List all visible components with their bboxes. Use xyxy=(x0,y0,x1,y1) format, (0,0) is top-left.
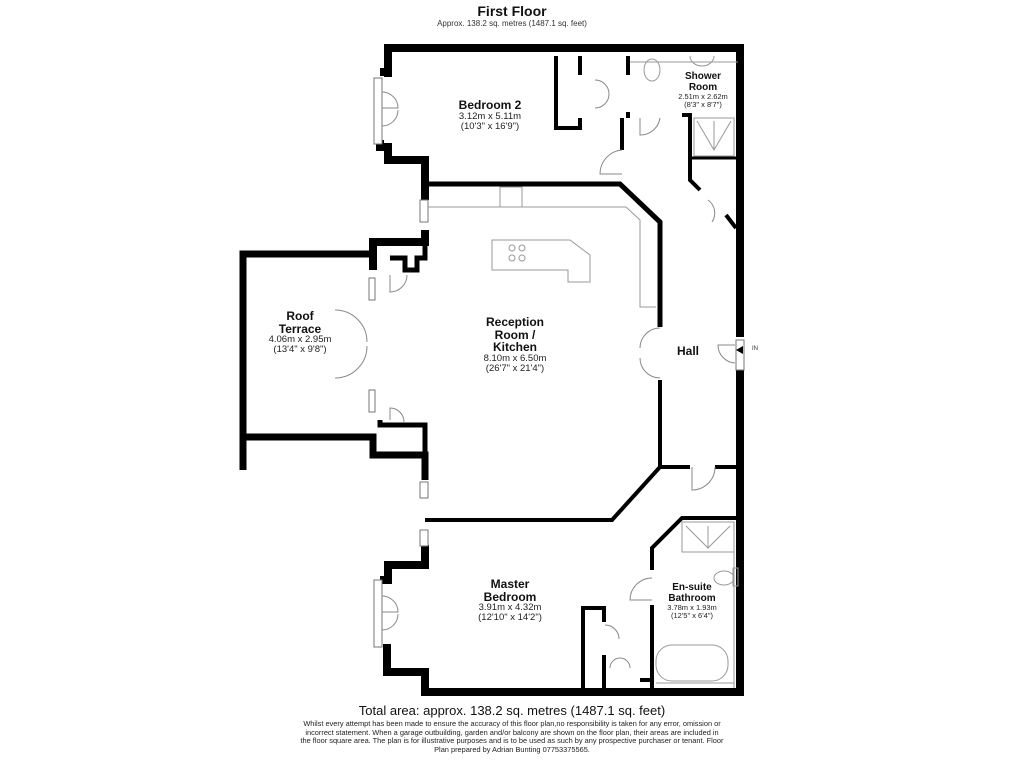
room-roof-terrace: Roof Terrace 4.06m x 2.95m (13'4" x 9'8"… xyxy=(245,310,355,355)
room-metric: 4.06m x 2.95m xyxy=(268,334,332,346)
room-name-line1: Master xyxy=(490,577,530,591)
room-metric: 3.78m x 1.93m xyxy=(667,603,717,612)
room-metric: 2.51m x 2.62m xyxy=(678,92,728,101)
room-imperial: (12'5" x 6'4") xyxy=(671,610,713,620)
room-master-bedroom: Master Bedroom 3.91m x 4.32m (12'10" x 1… xyxy=(450,578,570,623)
bathroom-fixtures xyxy=(630,55,739,688)
room-imperial: (13'4" x 9'8") xyxy=(273,344,327,356)
room-metric: 3.91m x 4.32m xyxy=(478,602,542,614)
room-name-line2: Room xyxy=(688,81,718,93)
room-imperial: (10'3" x 16'9") xyxy=(460,120,520,132)
room-imperial: (8'3" x 8'7") xyxy=(684,99,722,109)
entrance-arrow-icon xyxy=(736,346,743,354)
room-name-line1: Shower xyxy=(684,71,722,82)
disclaimer-text: Whilst every attempt has been made to en… xyxy=(300,719,724,754)
room-name-line1: En-suite xyxy=(672,582,712,593)
room-name-line2: Terrace xyxy=(278,321,322,336)
room-metric: 8.10m x 6.50m xyxy=(483,352,547,364)
floor-title: First Floor xyxy=(477,3,547,19)
room-name-line3: Kitchen xyxy=(492,340,537,355)
door-swings xyxy=(334,79,736,669)
room-reception-kitchen: Reception Room / Kitchen 8.10m x 6.50m (… xyxy=(455,316,575,374)
room-name-line1: Roof xyxy=(286,309,314,323)
room-name: Hall xyxy=(676,344,699,358)
room-name-line1: Reception xyxy=(485,315,544,329)
room-shower: Shower Room 2.51m x 2.62m (8'3" x 8'7") xyxy=(662,71,744,109)
room-name-line2: Room / xyxy=(494,327,536,342)
room-name: Bedroom 2 xyxy=(458,98,522,112)
room-en-suite: En-suite Bathroom 3.78m x 1.93m (12'5" x… xyxy=(652,582,732,620)
kitchen-fixtures xyxy=(428,186,656,308)
room-imperial: (26'7" x 21'4") xyxy=(485,362,545,374)
room-name-line2: Bathroom xyxy=(668,592,716,604)
walls xyxy=(239,44,744,696)
room-imperial: (12'10" x 14'2") xyxy=(478,612,542,624)
entrance-label: IN xyxy=(752,346,758,352)
total-area: Total area: approx. 138.2 sq. metres (14… xyxy=(358,703,666,718)
room-name-line2: Bedroom xyxy=(483,589,537,604)
room-metric: 3.12m x 5.11m xyxy=(458,110,522,122)
floor-area-subtitle: Approx. 138.2 sq. metres (1487.1 sq. fee… xyxy=(437,19,587,28)
room-hall: Hall xyxy=(668,345,708,358)
room-bedroom-2: Bedroom 2 3.12m x 5.11m (10'3" x 16'9") xyxy=(425,99,555,132)
windows xyxy=(368,77,745,648)
